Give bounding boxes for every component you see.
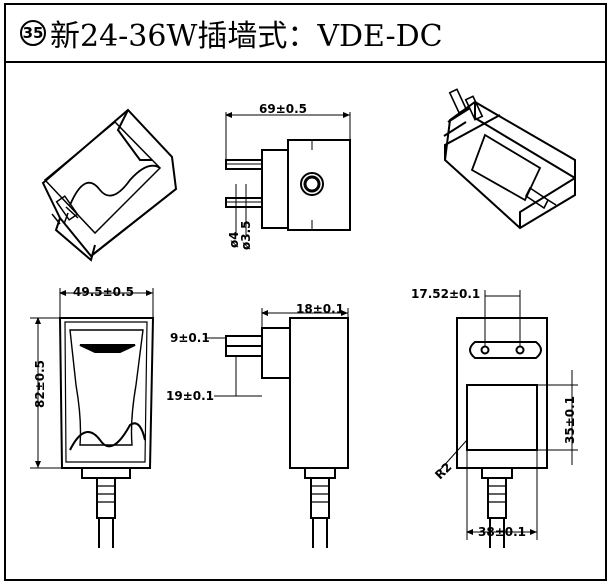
dim-label-pin-dia-3-5: ø3.5 — [239, 220, 253, 250]
page-title: 新24-36W插墙式：VDE-DC — [50, 19, 443, 54]
dim-front-height — [30, 317, 62, 469]
dim-label-label-width: 38±0.1 — [478, 525, 526, 539]
title-bar: 35 新24-36W插墙式：VDE-DC — [4, 3, 607, 63]
back-view — [456, 317, 548, 548]
dim-label-front-height: 82±0.5 — [33, 360, 47, 408]
front-view — [58, 317, 155, 548]
dim-pin-dia — [235, 184, 247, 236]
dim-label-pin-dia-4: ø4 — [227, 231, 241, 248]
dim-label-pin-spacing: 17.52±0.1 — [411, 287, 480, 301]
dim-label-corner-radius: R2 — [432, 460, 454, 482]
dim-label-label-height: 35±0.1 — [563, 396, 577, 444]
dim-label-height — [537, 370, 578, 465]
dim-label-side-depth: 18±0.1 — [296, 302, 344, 316]
iso-view-back — [443, 88, 576, 230]
dim-front-width — [59, 288, 154, 318]
dim-label-pin-offset-19: 19±0.1 — [166, 389, 214, 403]
side-view — [225, 317, 349, 548]
side-view-top — [225, 139, 351, 231]
iso-view-front — [41, 108, 178, 262]
dim-label-width — [466, 450, 538, 540]
item-number-badge: 35 — [20, 20, 46, 46]
dim-top-width — [225, 112, 351, 160]
dim-pin-offsets — [206, 337, 262, 397]
dim-side-depth — [261, 308, 349, 328]
dim-pin-spacing — [484, 290, 521, 346]
dim-label-pin-offset-9: 9±0.1 — [170, 331, 210, 345]
dim-label-top-width: 69±0.5 — [259, 102, 307, 116]
dim-corner-radius — [439, 439, 468, 471]
dim-label-front-width: 49.5±0.5 — [73, 285, 134, 299]
